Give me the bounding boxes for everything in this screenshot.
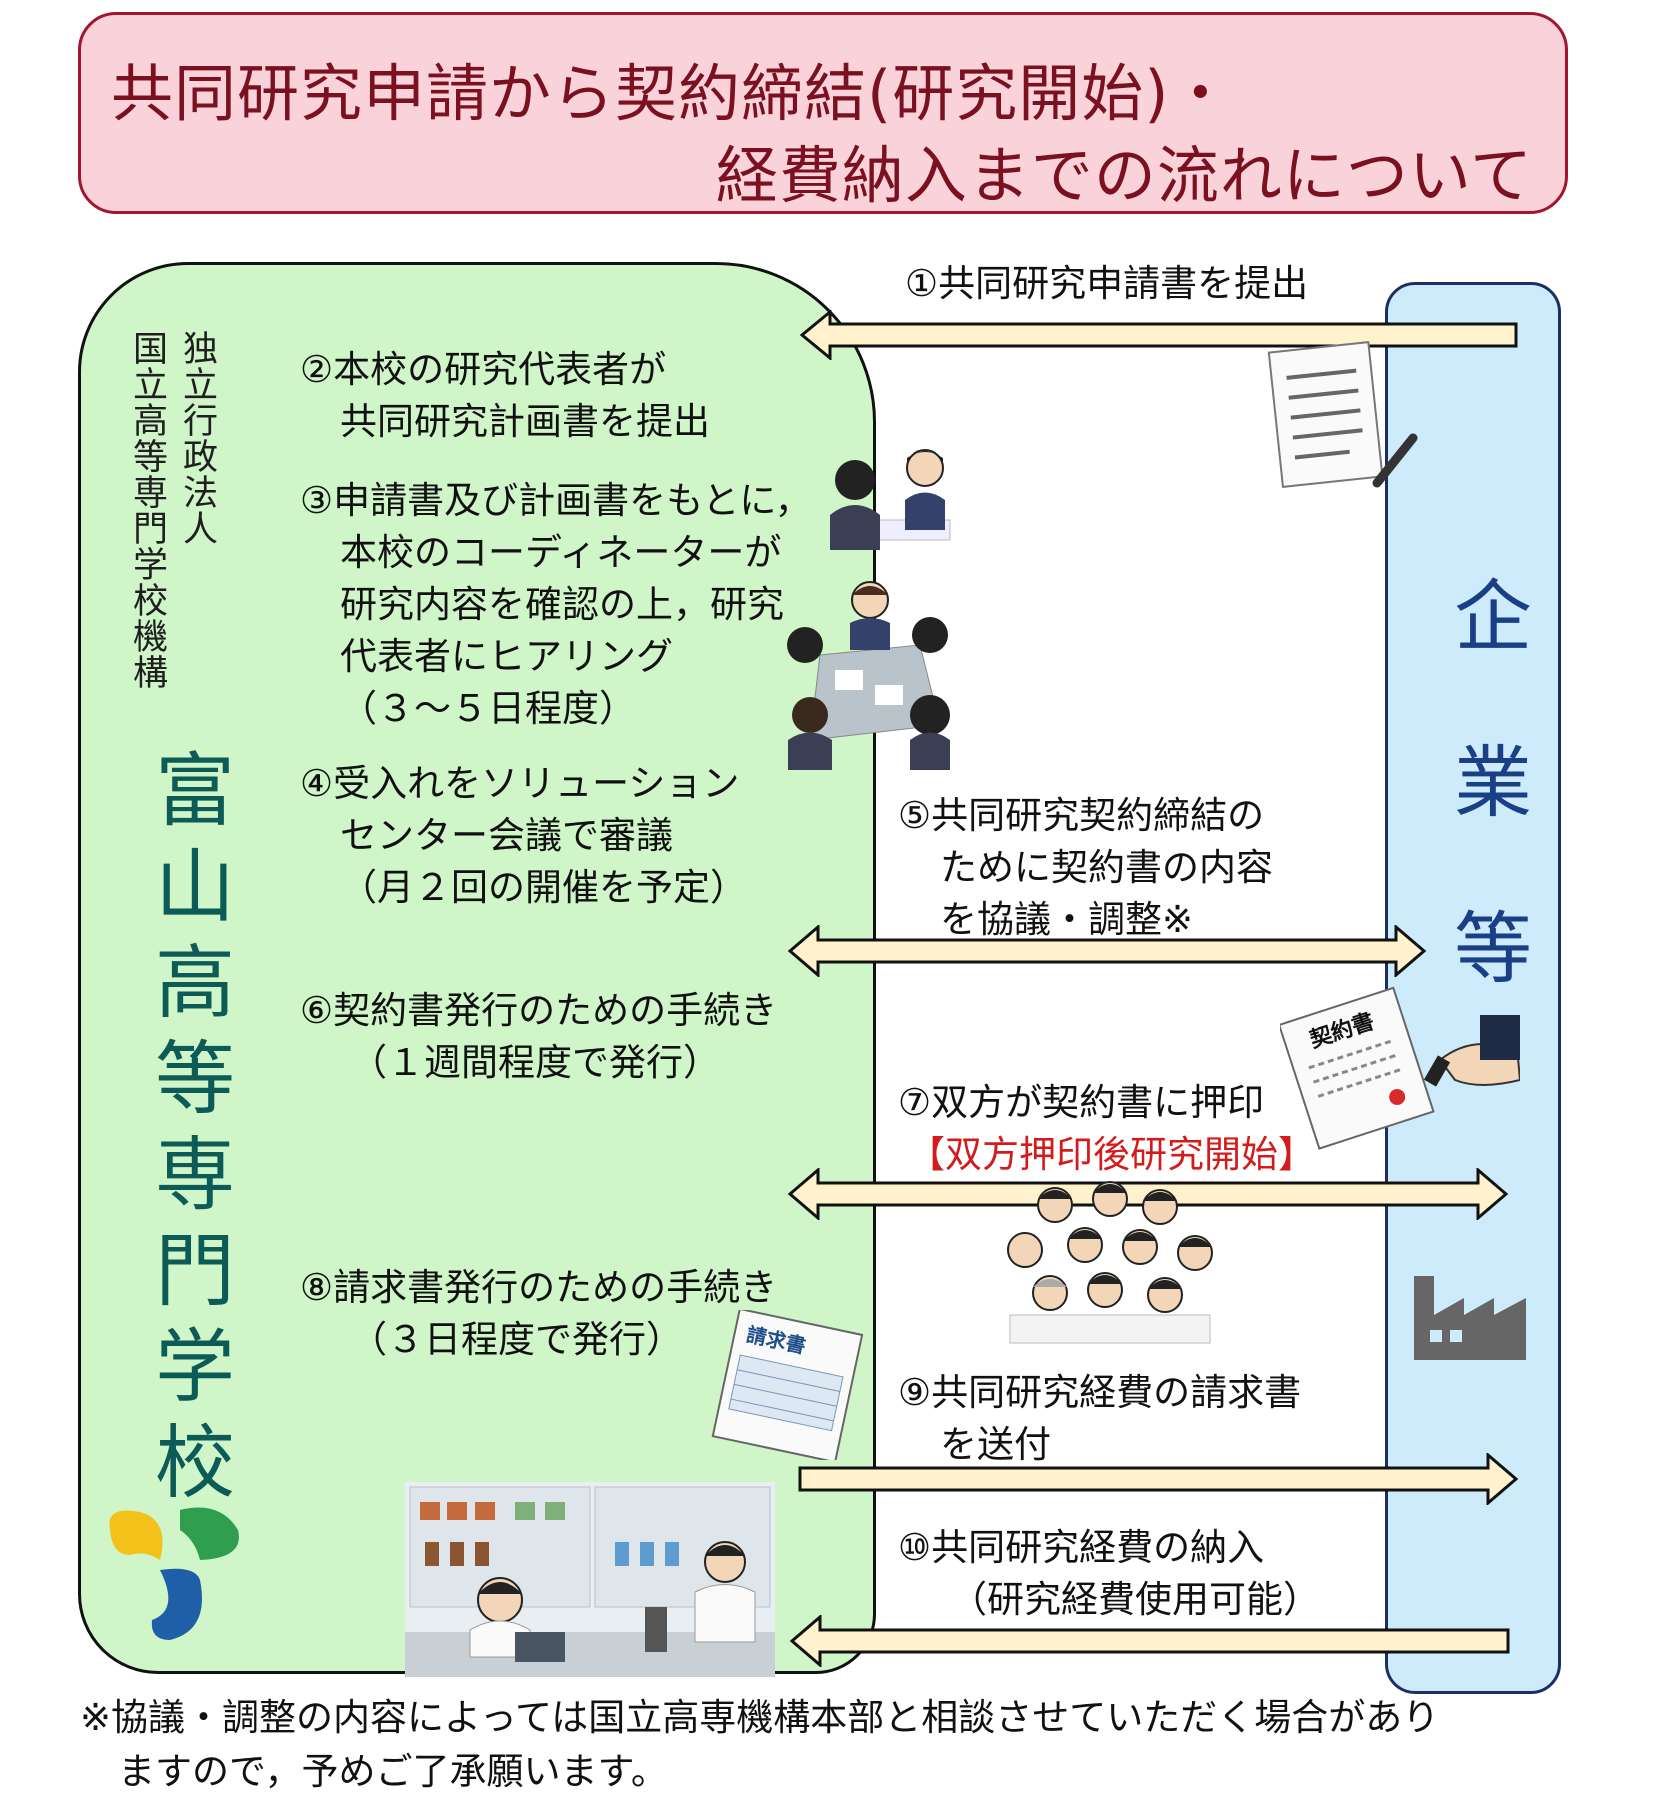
org-name-line-2: 国立高等専門学校機構 <box>127 330 167 690</box>
step-4-line-2: センター会議で審議 <box>340 814 673 857</box>
step-5-line-1: ⑤共同研究契約締結の <box>898 794 1265 837</box>
page-title-line-1: 共同研究申請から契約締結(研究開始)・ <box>111 57 1233 130</box>
footnote-line-2: ますので，予めご了承願います。 <box>118 1750 668 1793</box>
step-7-line-2: 【双方押印後研究開始】 <box>908 1133 1315 1176</box>
step-9-line-2: を送付 <box>940 1423 1051 1466</box>
meeting-table-icon <box>780 575 960 779</box>
step-2-line-1: ②本校の研究代表者が <box>300 348 667 391</box>
step-1-label: ①共同研究申請書を提出 <box>905 262 1309 305</box>
step-3-line-4: 代表者にヒアリング <box>340 635 673 678</box>
step-3-line-1: ③申請書及び計画書をもとに， <box>300 479 812 522</box>
arrow-step-5-bidirectional <box>788 925 1428 977</box>
step-3-line-2: 本校のコーディネーターが <box>340 531 782 574</box>
step-4-line-1: ④受入れをソリューション <box>300 762 740 805</box>
step-2-line-2: 共同研究計画書を提出 <box>340 400 710 443</box>
laboratory-icon <box>405 1482 775 1681</box>
school-logo-icon <box>100 1500 250 1654</box>
company-panel <box>1385 282 1561 1694</box>
step-6-line-2: （１週間程度で発行） <box>350 1041 720 1084</box>
org-name-line-1: 独立行政法人 <box>177 330 217 546</box>
cheering-people-icon <box>995 1175 1225 1349</box>
contract-seal-icon: 契約書 <box>1277 985 1522 1159</box>
step-8-line-1: ⑧請求書発行のための手続き <box>300 1266 778 1309</box>
step-10-line-2: （研究経費使用可能） <box>950 1578 1320 1621</box>
school-name: 富山高等専門学校 <box>142 748 235 1516</box>
meeting-people-icon <box>825 440 955 564</box>
title-banner: 共同研究申請から契約締結(研究開始)・ 経費納入までの流れについて <box>78 12 1568 214</box>
step-4-line-3: （月２回の開催を予定） <box>340 866 747 909</box>
invoice-icon: 請求書 <box>705 1307 865 1464</box>
footnote-line-1: ※協議・調整の内容によっては国立高専機構本部と相談させていただく場合があり <box>80 1696 1440 1739</box>
arrow-step-9 <box>798 1453 1520 1505</box>
company-label: 企業等 <box>1441 575 1531 1073</box>
factory-icon <box>1412 1270 1528 1366</box>
step-8-line-2: （３日程度で発行） <box>350 1318 683 1361</box>
arrow-step-10 <box>790 1615 1512 1667</box>
step-5-line-2: ために契約書の内容 <box>940 846 1273 889</box>
step-10-line-1: ⑩共同研究経費の納入 <box>898 1526 1265 1569</box>
step-3-line-3: 研究内容を確認の上，研究 <box>340 583 784 626</box>
step-5-line-3: を協議・調整※ <box>940 898 1194 941</box>
page-title-line-2: 経費納入までの流れについて <box>715 139 1533 212</box>
document-pen-icon <box>1265 338 1425 502</box>
step-3-line-5: （３～５日程度） <box>340 687 636 730</box>
step-9-line-1: ⑨共同研究経費の請求書 <box>898 1371 1302 1414</box>
arrow-step-1 <box>800 310 1520 360</box>
step-7-line-1: ⑦双方が契約書に押印 <box>898 1081 1265 1124</box>
step-6-line-1: ⑥契約書発行のための手続き <box>300 989 778 1032</box>
